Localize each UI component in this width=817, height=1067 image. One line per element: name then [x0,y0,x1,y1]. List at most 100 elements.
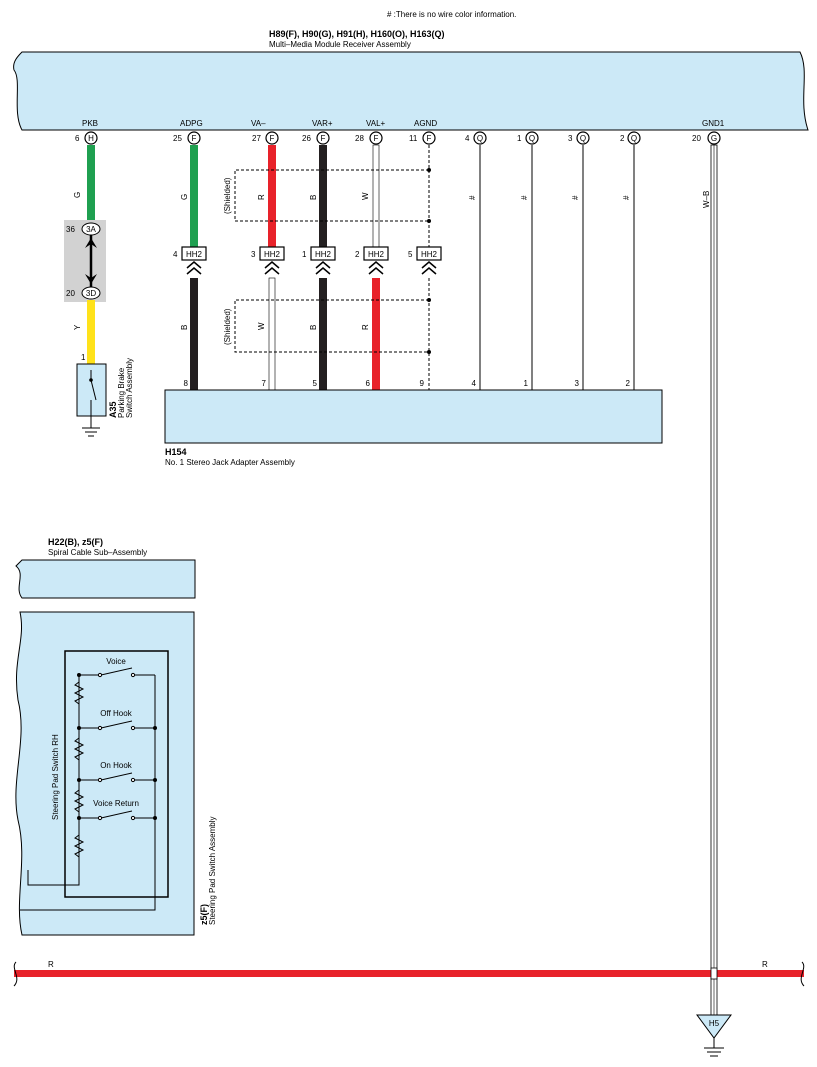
switch-label-voice: Voice [106,657,126,666]
term-pin-4q: 4 [465,134,470,143]
adapter-pin-9: 9 [420,379,425,388]
term-circle-agnd [422,131,436,145]
term-circle-gnd1 [707,131,721,145]
hh2-pin-va: 3 [251,250,256,259]
adapter-pin-3: 3 [575,379,580,388]
hh2-name-va: HH2 [264,250,281,259]
junction-terminal-3d [81,286,101,300]
steering-assembly-name: Steering Pad Switch Assembly [208,817,217,926]
q3-wire-color: # [571,195,580,200]
q1-wire-color: # [520,195,529,200]
va-wire-color-r: R [257,194,266,200]
switch-label-voice-return: Voice Return [93,799,139,808]
hh2-pin-adpg: 4 [173,250,178,259]
hh2-box-agnd [416,246,442,261]
node-onhook-l [77,778,81,782]
hh2-chevron-agnd [421,261,437,275]
resistor-1 [73,681,85,705]
junction-conn-3a: 3A [86,225,96,234]
junction-arrow-down [85,274,97,284]
adpg-wire-color-b: B [180,325,189,330]
bottom-wire-break-right [800,961,805,987]
parking-ground-icon [82,427,100,437]
switch-label-off-hook: Off Hook [100,709,132,718]
contact-onhook-b [130,777,136,783]
term-pin-1q: 1 [517,134,522,143]
junction-pin-20: 20 [66,289,75,298]
bottom-wire-break-left [13,961,18,987]
shielded-label-lower: (Shielded) [223,308,232,345]
hh2-box-varp [310,246,336,261]
term-label-gnd1: GND1 [702,119,725,128]
term-label-va: VA– [251,119,266,128]
term-pin-27f: 27 [252,134,261,143]
adpg-wire-green [190,145,198,247]
adpg-wire-color-g: G [180,194,189,200]
hh2-chevron-valp [368,261,384,275]
stereo-jack-adapter [164,389,663,444]
term-label-pkb: PKB [82,119,98,128]
varp-wire-color-b: B [309,195,318,200]
shield-upper [234,169,429,222]
parking-switch-pin: 1 [81,353,86,362]
resistor-4 [73,834,85,858]
steering-assembly-code: z5(F) [199,904,209,925]
adapter-pin-4: 4 [472,379,477,388]
spiral-cable-body [15,559,196,599]
node-vreturn-l [77,816,81,820]
resistor-2 [73,737,85,761]
ground-icon [704,1047,724,1057]
receiver-codes: H89(F), H90(G), H91(H), H160(O), H163(Q) [269,29,445,39]
ground-point-h5 [696,1014,732,1039]
term-pin-26f: 26 [302,134,311,143]
term-circle-2q [627,131,641,145]
shield-upper-node-b [427,219,431,223]
valp-wire-color-w: W [361,192,370,200]
term-conn-4q: Q [477,134,483,143]
varp-wire-color-b-lower: B [309,325,318,330]
pkb-wire-color-y: Y [73,324,82,330]
va-wire-white [268,277,276,391]
term-circle-valp [369,131,383,145]
contact-offhook-b [130,725,136,731]
parking-switch-blade [90,379,97,401]
adapter-pin-1: 1 [524,379,529,388]
switch-voice [79,667,155,676]
valp-wire-red [372,278,380,390]
adapter-pin-6: 6 [366,379,371,388]
spiral-name: Spiral Cable Sub–Assembly [48,548,147,557]
parking-switch-name2: Switch Assembly [125,358,134,418]
term-conn-1q: Q [529,134,535,143]
term-conn-2q: Q [631,134,637,143]
term-circle-varp [316,131,330,145]
shield-lower-node-b [427,350,431,354]
gnd1-wire-crossing [710,967,718,980]
adapter-pin-7: 7 [262,379,267,388]
term-circle-1q [525,131,539,145]
parking-switch-code: A35 [108,401,118,418]
term-pin-20g: 20 [692,134,701,143]
adapter-pin-8: 8 [184,379,189,388]
term-circle-4q [473,131,487,145]
term-conn-va: F [270,134,275,143]
spiral-codes: H22(B), z5(F) [48,537,103,547]
node-offhook-l [77,726,81,730]
term-conn-adpg: F [192,134,197,143]
shield-lower [234,299,429,353]
adapter-pin-2: 2 [626,379,631,388]
node-voice-l [77,673,81,677]
hh2-box-va [259,246,285,261]
switch-label-on-hook: On Hook [100,761,133,770]
term-conn-gnd1: G [711,134,717,143]
term-pin-3q: 3 [568,134,573,143]
q4-wire-color: # [468,195,477,200]
term-circle-va [265,131,279,145]
term-pin-2q: 2 [620,134,625,143]
va-wire-red [268,145,276,247]
hh2-pin-valp: 2 [355,250,360,259]
no-color-note: # :There is no wire color information. [387,10,516,19]
switch-voice-return [79,810,155,819]
bottom-wire-red [14,970,804,977]
contact-offhook-a [97,725,103,731]
pkb-wire-green [87,145,95,223]
